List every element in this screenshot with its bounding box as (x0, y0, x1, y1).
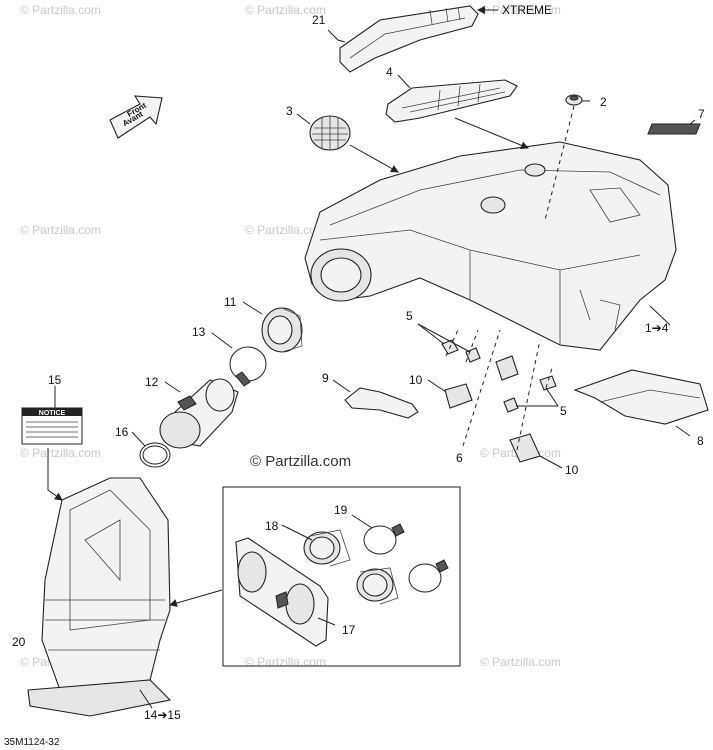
part-20-silencer (27, 477, 172, 717)
center-watermark: © Partzilla.com (250, 453, 351, 470)
part-21-air-duct (339, 5, 479, 73)
callout-17: 17 (342, 623, 356, 637)
part-9-bracket (344, 387, 419, 419)
callout-1-to-4: 1➔4 (645, 321, 669, 335)
airbox-main-body (304, 141, 677, 351)
figure-code: 35M1124-32 (4, 737, 60, 748)
callout-11: 11 (224, 295, 237, 309)
callout-14-to-15: 14➔15 (144, 708, 181, 722)
subassembly-box (222, 486, 461, 667)
callout-8: 8 (697, 434, 704, 448)
callout-6: 6 (456, 451, 463, 465)
part-13-clamp (229, 346, 267, 387)
watermark: © Partzilla.com (245, 655, 326, 669)
part-10-foam-upper (444, 383, 473, 409)
watermark: © Partzilla.com (245, 223, 326, 237)
watermark: © Partzilla.com (480, 3, 561, 17)
callout-9: 9 (322, 371, 329, 385)
callout-3: 3 (286, 104, 293, 118)
part-2-grommet (565, 94, 583, 106)
callout-labels: 21 XTREME 4 2 3 7 1➔4 11 13 5 12 9 10 5 … (12, 3, 705, 722)
callout-10a: 10 (409, 373, 423, 387)
part-8-heat-shield (573, 369, 709, 425)
callout-5b: 5 (560, 404, 567, 418)
callout-18: 18 (265, 519, 279, 533)
callout-16: 16 (115, 425, 129, 439)
callout-xtreme: XTREME (502, 3, 552, 17)
callout-20: 20 (12, 635, 26, 649)
callout-5a: 5 (406, 309, 413, 323)
callout-19: 19 (334, 503, 348, 517)
callout-4: 4 (386, 65, 393, 79)
callout-7: 7 (698, 107, 705, 121)
watermark: © Partzilla.com (20, 446, 101, 460)
callout-10b: 10 (565, 463, 579, 477)
watermark: © Partzilla.com (20, 223, 101, 237)
callout-2: 2 (600, 95, 607, 109)
notice-title: NOTICE (39, 410, 66, 417)
part-12-adapter (159, 378, 239, 449)
callout-12: 12 (145, 375, 159, 389)
callout-15: 15 (48, 373, 62, 387)
part-11-coupler (261, 307, 303, 353)
callout-13: 13 (192, 325, 206, 339)
part-6-foam (495, 355, 519, 381)
front-direction-arrow: Front Avant (109, 95, 163, 139)
part-7-decal (647, 123, 701, 135)
callout-21: 21 (312, 13, 326, 27)
part-3-mesh-filter (309, 115, 351, 151)
part-16-oring (139, 442, 171, 468)
leader-lines (47, 6, 696, 709)
part-4-upper-cover (385, 79, 518, 123)
notice-label: NOTICE (21, 407, 83, 445)
watermark: © Partzilla.com (480, 655, 561, 669)
watermark: © Partzilla.com (245, 3, 326, 17)
watermark: © Partzilla.com (20, 3, 101, 17)
